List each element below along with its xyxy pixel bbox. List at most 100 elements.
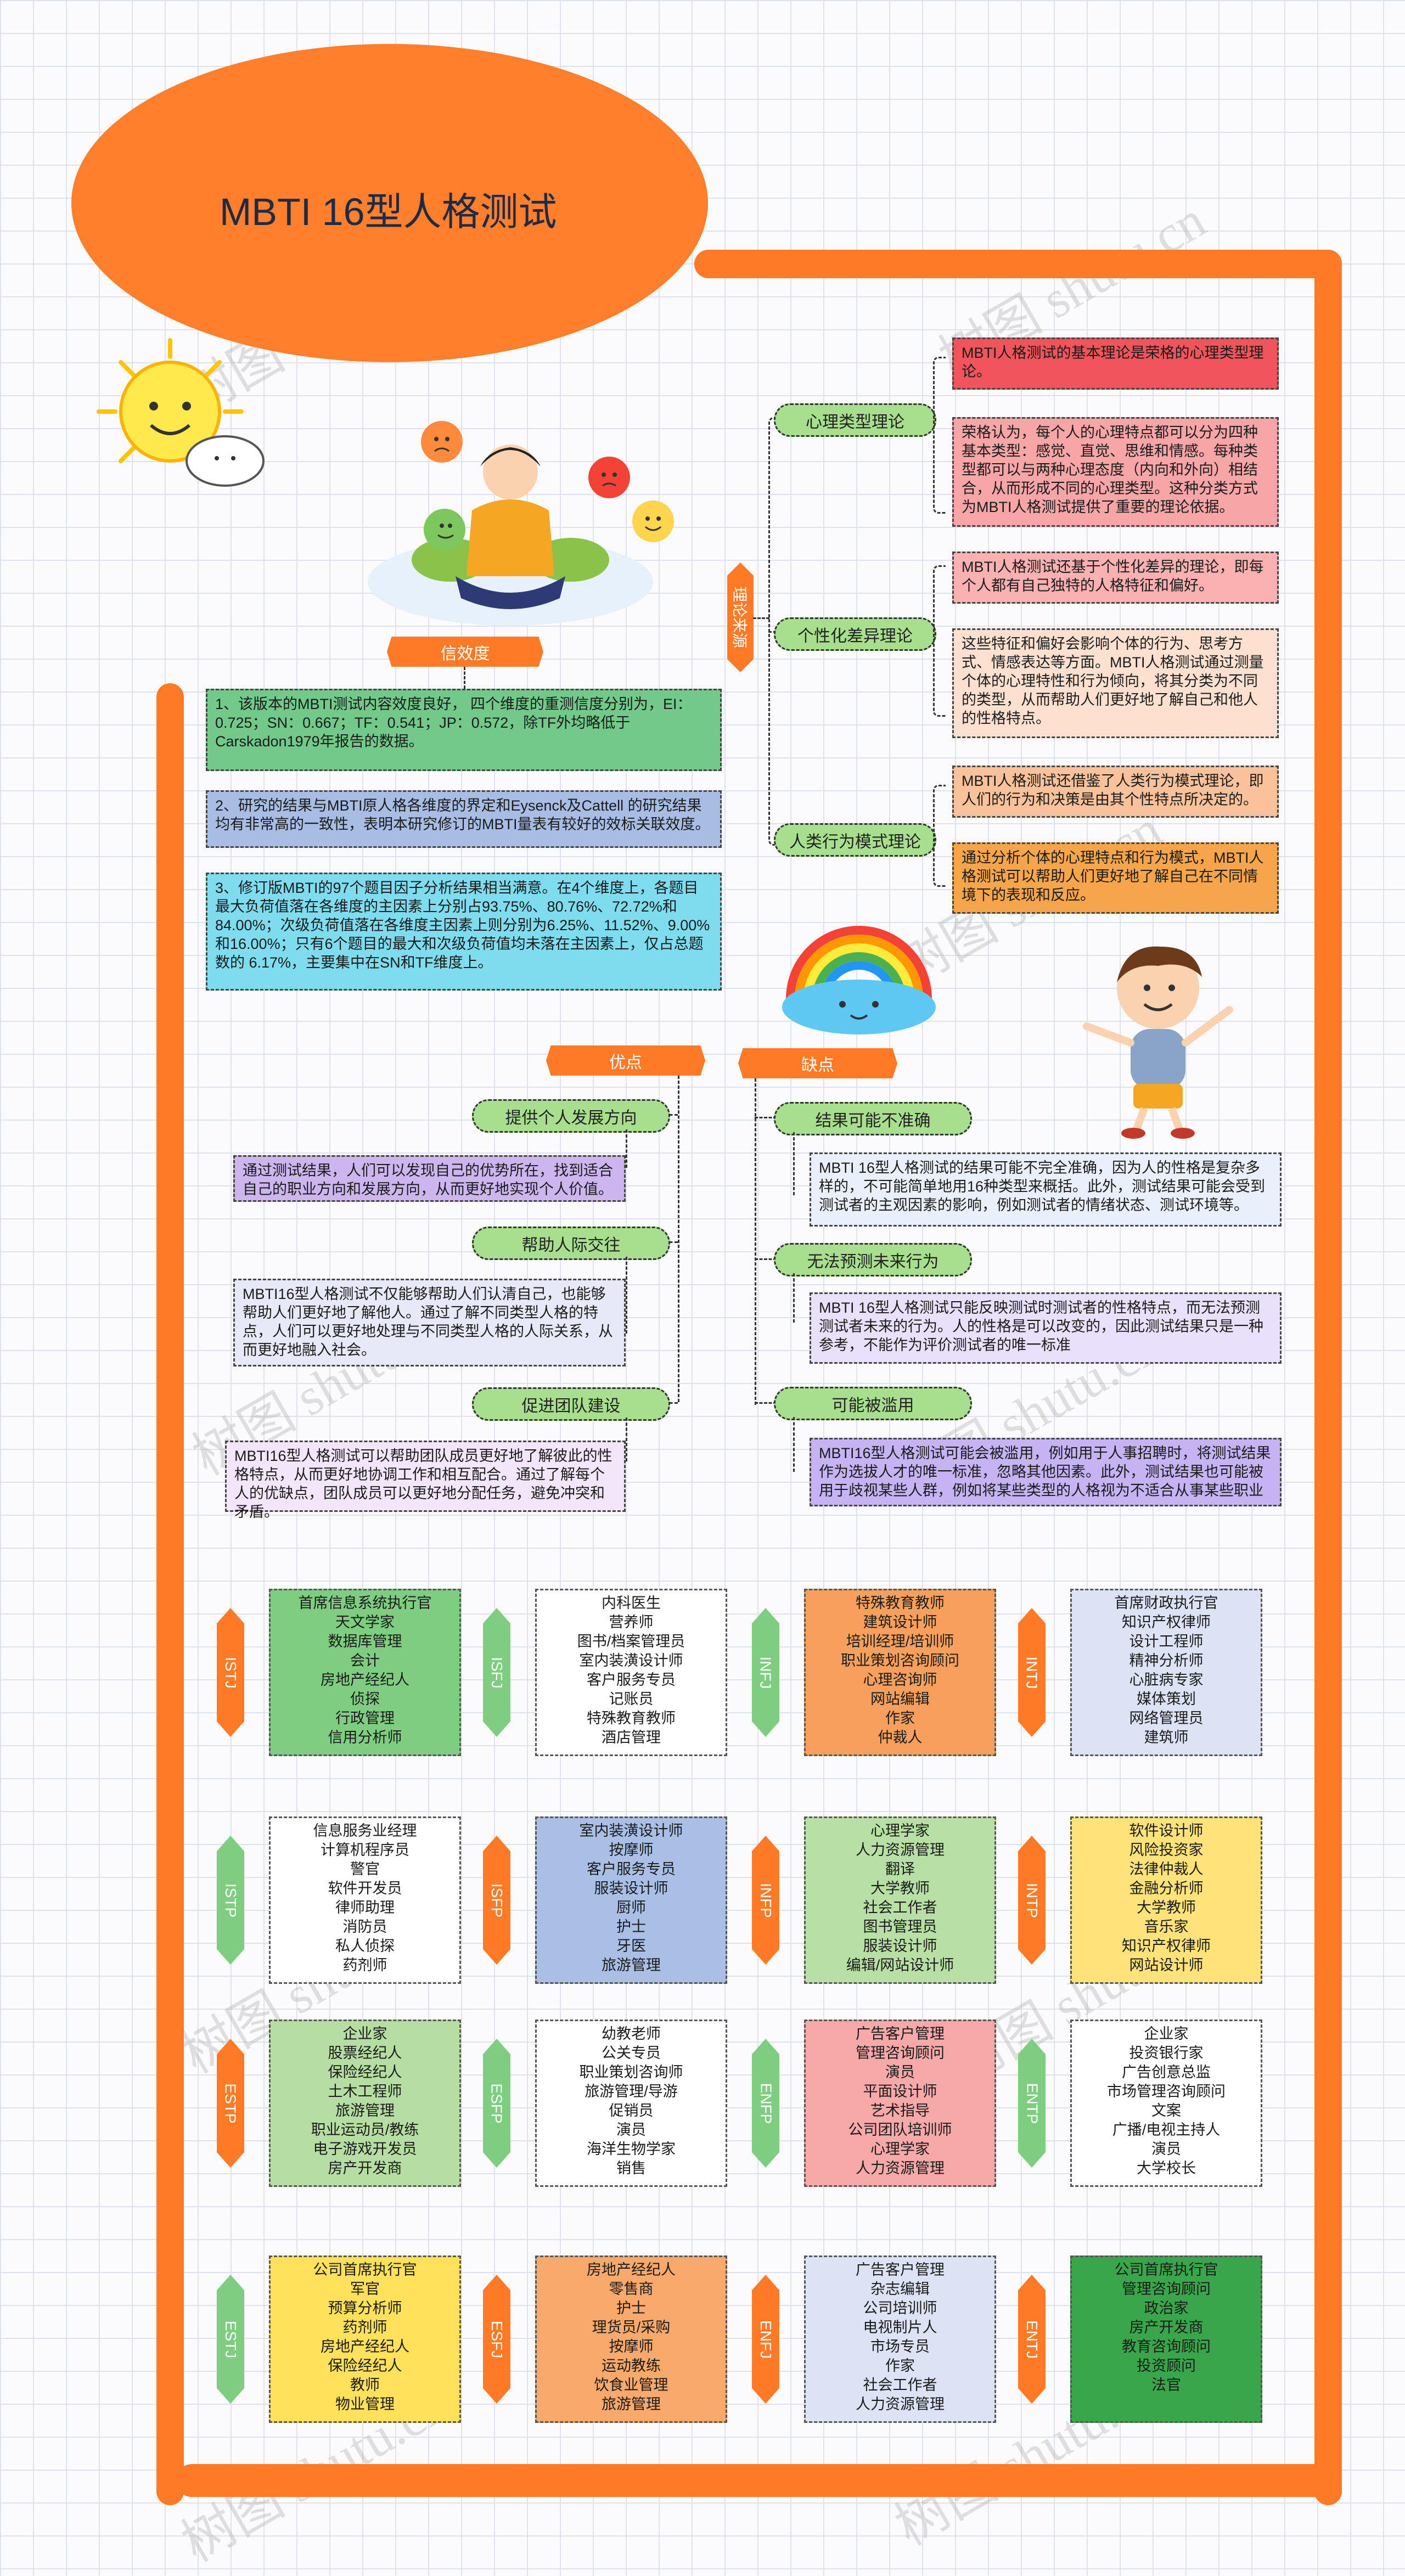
job-title: 酒店管理 <box>537 1728 726 1747</box>
type-code-enfp[interactable]: ENFP <box>752 2039 779 2168</box>
boy-illustration <box>1070 933 1251 1141</box>
job-title: 平面设计师 <box>806 2082 994 2101</box>
type-jobs-isfj: 内科医生营养师图书/档案管理员室内装潢设计师客户服务专员记账员特殊教育教师酒店管… <box>535 1589 727 1756</box>
type-code-infj[interactable]: INFJ <box>752 1608 779 1737</box>
job-title: 数据库管理 <box>271 1632 459 1651</box>
type-jobs-istj: 首席信息系统执行官天文学家数据库管理会计房地产经纪人侦探行政管理信用分析师 <box>269 1589 461 1756</box>
job-title: 护士 <box>537 1917 726 1937</box>
validity-note: 3、修订版MBTI的97个题目因子分析结果相当满意。在4个维度上，各题目最大负荷… <box>206 873 722 991</box>
job-title: 保险经纪人 <box>271 2063 459 2082</box>
job-title: 股票经纪人 <box>271 2044 459 2063</box>
cons-item-pill[interactable]: 无法预测未来行为 <box>774 1243 972 1276</box>
job-title: 公司首席执行官 <box>1072 2260 1261 2280</box>
rainbow-cloud-illustration <box>768 916 949 1037</box>
pros-item-pill[interactable]: 帮助人际交往 <box>472 1227 670 1260</box>
job-title: 房地产经纪人 <box>271 2337 459 2356</box>
type-jobs-entj: 公司首席执行官管理咨询顾问政治家房产开发商教育咨询顾问投资顾问法官 <box>1070 2256 1262 2423</box>
job-title: 室内装潢设计师 <box>537 1821 726 1841</box>
cons-note: MBTI16型人格测试可能会被滥用，例如用于人事招聘时，将测试结果作为选拔人才的… <box>810 1438 1282 1506</box>
job-title: 仲裁人 <box>806 1728 994 1747</box>
theory-branch-pill[interactable]: 心理类型理论 <box>774 403 936 437</box>
type-code-esfp[interactable]: ESFP <box>483 2039 510 2168</box>
job-title: 公司首席执行官 <box>271 2260 459 2280</box>
type-code-entj[interactable]: ENTJ <box>1018 2275 1046 2404</box>
job-title: 建筑师 <box>1072 1728 1261 1747</box>
job-title: 广告客户管理 <box>806 2024 994 2044</box>
type-code-isfj[interactable]: ISFJ <box>483 1608 510 1737</box>
type-code-entp[interactable]: ENTP <box>1018 2039 1046 2168</box>
type-code-intp[interactable]: INTP <box>1018 1836 1046 1965</box>
cons-connector <box>793 1273 795 1323</box>
validity-note: 1、该版本的MBTI测试内容效度良好， 四个维度的重测信度分别为，EI：0.72… <box>206 689 722 771</box>
type-code-enfj[interactable]: ENFJ <box>752 2275 779 2404</box>
job-title: 管理咨询顾问 <box>806 2044 994 2063</box>
frame-bottom-bar <box>176 2464 1342 2497</box>
theory-branch-pill[interactable]: 人类行为模式理论 <box>774 823 936 857</box>
type-jobs-enfj: 广告客户管理杂志编辑公司培训师电视制片人市场专员作家社会工作者人力资源管理 <box>804 2256 996 2423</box>
type-code-infp[interactable]: INFP <box>752 1836 779 1965</box>
type-code-estp[interactable]: ESTP <box>217 2039 244 2168</box>
pros-item-pill[interactable]: 促进团队建设 <box>472 1387 670 1421</box>
pros-connector <box>678 1076 679 1402</box>
job-title: 公司团队培训师 <box>806 2121 994 2140</box>
job-title: 精神分析师 <box>1072 1651 1261 1671</box>
job-title: 电视制片人 <box>806 2318 994 2337</box>
job-title: 心理学家 <box>806 1821 994 1841</box>
job-title: 建筑设计师 <box>806 1613 994 1632</box>
job-title: 编辑/网站设计师 <box>806 1956 994 1975</box>
theory-note: MBTI人格测试还借鉴了人类行为模式理论，即人们的行为和决策是由其个性特点所决定… <box>952 766 1279 818</box>
cons-connector <box>755 1258 777 1260</box>
cons-connector <box>755 1402 777 1404</box>
job-title: 广告创意总监 <box>1072 2063 1261 2082</box>
job-title: 职业策划咨询师 <box>537 2063 726 2082</box>
job-title: 室内装潢设计师 <box>537 1651 726 1671</box>
job-title: 媒体策划 <box>1072 1690 1261 1709</box>
pros-connector <box>626 1129 627 1168</box>
type-code-istj[interactable]: ISTJ <box>217 1608 244 1737</box>
validity-label[interactable]: 信效度 <box>387 637 543 667</box>
frame-top-bar <box>694 250 1342 278</box>
validity-note: 2、研究的结果与MBTI原人格各维度的界定和Eysenck及Cattell 的研… <box>206 790 722 848</box>
pros-note: MBTI16型人格测试可以帮助团队成员更好地了解彼此的性格特点，从而更好地协调工… <box>225 1441 626 1512</box>
job-title: 法官 <box>1072 2376 1261 2395</box>
job-title: 软件设计师 <box>1072 1821 1261 1841</box>
type-code-esfj[interactable]: ESFJ <box>483 2275 510 2404</box>
cons-connector <box>793 1132 795 1195</box>
type-jobs-isfp: 室内装潢设计师按摩师客户服务专员服装设计师厨师护士牙医旅游管理 <box>535 1816 727 1984</box>
pros-label[interactable]: 优点 <box>546 1045 705 1076</box>
job-title: 律师助理 <box>271 1898 459 1917</box>
cons-item-pill[interactable]: 结果可能不准确 <box>774 1102 972 1135</box>
theory-branch-pill[interactable]: 个性化差异理论 <box>774 617 936 651</box>
type-code-istp[interactable]: ISTP <box>217 1836 244 1965</box>
type-jobs-infp: 心理学家人力资源管理翻译大学教师社会工作者图书管理员服装设计师编辑/网站设计师 <box>804 1816 996 1984</box>
job-title: 大学教师 <box>806 1879 994 1898</box>
job-title: 职业策划咨询顾问 <box>806 1651 994 1671</box>
pros-item-pill[interactable]: 提供个人发展方向 <box>472 1099 670 1133</box>
job-title: 按摩师 <box>537 1841 726 1860</box>
pros-note: 通过测试结果，人们可以发现自己的优势所在，找到适合自己的职业方向和发展方向，从而… <box>233 1155 626 1202</box>
job-title: 图书管理员 <box>806 1917 994 1937</box>
job-title: 药剂师 <box>271 1956 459 1975</box>
job-title: 特殊教育教师 <box>537 1709 726 1728</box>
job-title: 房产开发商 <box>1072 2318 1261 2337</box>
job-title: 首席信息系统执行官 <box>271 1594 459 1613</box>
job-title: 艺术指导 <box>806 2101 994 2121</box>
job-title: 消防员 <box>271 1917 459 1937</box>
type-code-estj[interactable]: ESTJ <box>217 2275 244 2404</box>
type-code-isfp[interactable]: ISFP <box>483 1836 510 1965</box>
type-code-intj[interactable]: INTJ <box>1018 1608 1046 1737</box>
job-title: 记账员 <box>537 1690 726 1709</box>
cons-label[interactable]: 缺点 <box>738 1048 897 1078</box>
theory-root-node[interactable]: 理论来源 <box>727 563 754 672</box>
job-title: 知识产权律师 <box>1072 1937 1261 1956</box>
type-jobs-enfp: 广告客户管理管理咨询顾问演员平面设计师艺术指导公司团队培训师心理学家人力资源管理 <box>804 2020 996 2187</box>
job-title: 天文学家 <box>271 1613 459 1632</box>
job-title: 饮食业管理 <box>537 2376 726 2395</box>
job-title: 预算分析师 <box>271 2299 459 2318</box>
job-title: 人力资源管理 <box>806 2395 994 2414</box>
cons-item-pill[interactable]: 可能被滥用 <box>774 1387 972 1420</box>
job-title: 房地产经纪人 <box>271 1671 459 1690</box>
validity-connector <box>464 667 465 689</box>
theory-note: 这些特征和偏好会影响个体的行为、思考方式、情感表达等方面。MBTI人格测试通过测… <box>952 628 1279 738</box>
frame-left-bar <box>156 683 184 2505</box>
